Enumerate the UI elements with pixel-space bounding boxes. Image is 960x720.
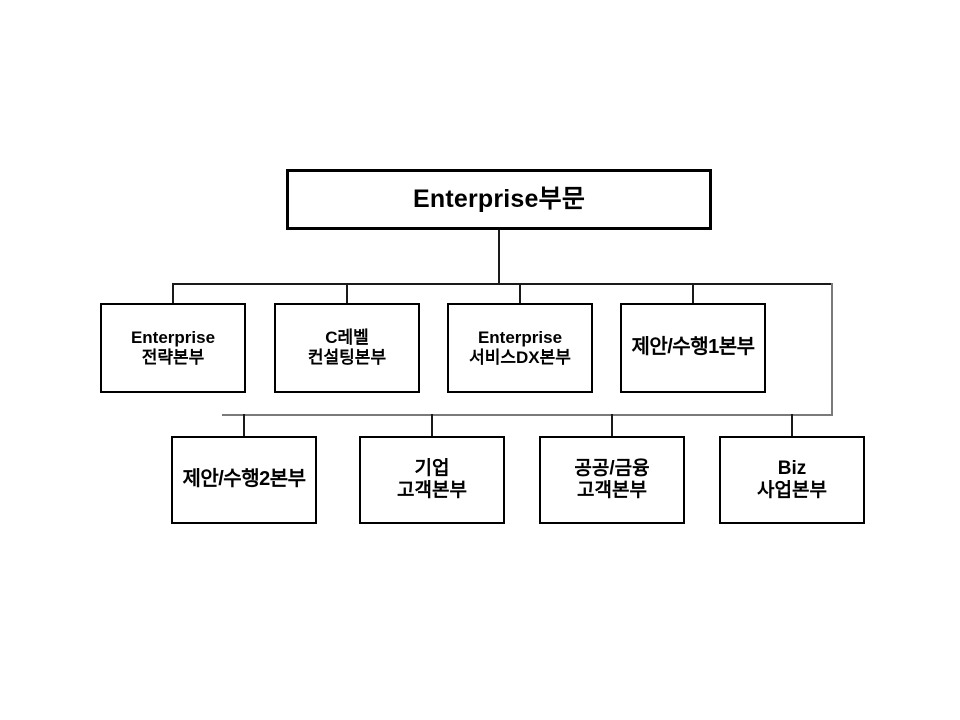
connector-stub-proposal-execution-2 <box>243 414 245 436</box>
org-node-c-level-consulting[interactable]: C레벨 컨설팅본부 <box>274 303 420 393</box>
org-node-public-finance-customer[interactable]: 공공/금융 고객본부 <box>539 436 685 524</box>
org-node-biz-business[interactable]: Biz 사업본부 <box>719 436 865 524</box>
connector-stub-public-finance-customer <box>611 414 613 436</box>
org-node-label: 제안/수행2본부 <box>182 468 306 491</box>
org-node-label: 기업 고객본부 <box>397 457 467 501</box>
connector-stub-enterprise-strategy <box>172 283 174 304</box>
org-node-proposal-execution-1[interactable]: 제안/수행1본부 <box>620 303 766 393</box>
org-node-label: Enterprise 서비스DX본부 <box>469 327 571 367</box>
org-node-label: Enterprise 전략본부 <box>130 327 216 367</box>
connector-right-riser <box>831 283 833 416</box>
org-node-label: Biz 사업본부 <box>757 457 827 501</box>
org-node-label: C레벨 컨설팅본부 <box>307 327 387 367</box>
org-node-label: 제안/수행1본부 <box>631 336 755 359</box>
connector-bus-level2 <box>172 283 833 285</box>
connector-bus-level3 <box>222 414 833 416</box>
connector-stub-proposal-execution-1 <box>692 283 694 304</box>
connector-stub-enterprise-service-dx <box>519 283 521 304</box>
connector-stub-biz-business <box>791 414 793 436</box>
org-node-enterprise-service-dx[interactable]: Enterprise 서비스DX본부 <box>447 303 593 393</box>
connector-stub-corporate-customer <box>431 414 433 436</box>
org-node-proposal-execution-2[interactable]: 제안/수행2본부 <box>171 436 317 524</box>
connector-root-drop <box>498 230 500 284</box>
org-node-enterprise-division[interactable]: Enterprise부문 <box>286 169 712 230</box>
connector-stub-c-level-consulting <box>346 283 348 304</box>
org-node-label: 공공/금융 고객본부 <box>574 457 650 501</box>
org-node-corporate-customer[interactable]: 기업 고객본부 <box>359 436 505 524</box>
org-node-enterprise-strategy[interactable]: Enterprise 전략본부 <box>100 303 246 393</box>
org-node-label: Enterprise부문 <box>412 184 586 213</box>
